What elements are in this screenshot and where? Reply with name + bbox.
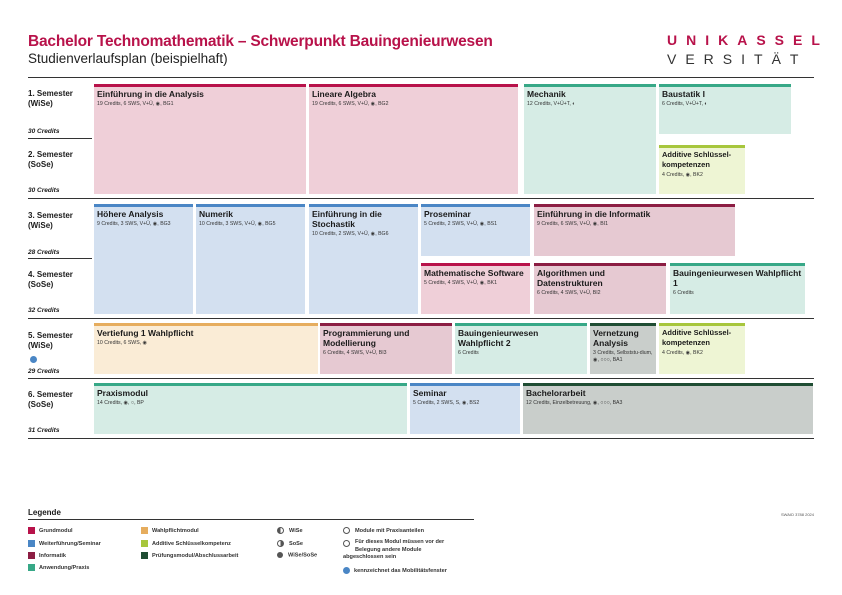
sose-icon [277, 540, 284, 547]
swatch-icon [28, 552, 35, 559]
semester-label-3: 3. Semester(WiSe) [28, 211, 73, 230]
swatch-icon [28, 540, 35, 547]
page-subtitle: Studienverlaufsplan (beispielhaft) [28, 51, 228, 66]
semester-credits-3: 28 Credits [28, 249, 60, 256]
legend-additive: Additive Schlüsselkompetenz [141, 540, 231, 547]
swatch-icon [28, 564, 35, 571]
swatch-icon [141, 552, 148, 559]
swatch-icon [141, 540, 148, 547]
legend-rule [28, 519, 474, 520]
legend-mobility: kennzeichnet das Mobilitätsfenster [343, 567, 447, 574]
semester-credits-1: 30 Credits [28, 128, 60, 135]
legend-anwendung: Anwendung/Praxis [28, 564, 89, 571]
legend-praxis: Module mit Praxisanteilen [343, 527, 424, 534]
row-rule [28, 138, 92, 139]
legend-pruefung: Prüfungsmodul/Abschlussarbeit [141, 552, 238, 559]
semester-label-1: 1. Semester(WiSe) [28, 89, 73, 108]
semester-label-4: 4. Semester(SoSe) [28, 270, 73, 289]
row-rule [28, 438, 814, 439]
legend-wahlpflicht: Wahlpflichtmodul [141, 527, 199, 534]
wise-sose-icon [277, 552, 283, 558]
legend-sose: SoSe [277, 540, 303, 547]
university-logo: UNIKASSEL VERSITÄT [667, 31, 829, 69]
row-rule [28, 378, 814, 379]
semester-credits-6: 31 Credits [28, 427, 60, 434]
semester-credits-2: 30 Credits [28, 187, 60, 194]
wise-icon [277, 527, 284, 534]
globe-icon [343, 567, 350, 574]
legend-wise-sose: WiSe/SoSe [277, 552, 317, 558]
semester-label-6: 6. Semester(SoSe) [28, 390, 73, 409]
logo-line-1: UNIKASSEL [667, 32, 829, 48]
mobility-globe-icon [30, 356, 37, 363]
swatch-icon [28, 527, 35, 534]
version-code: SWAID 3788 2024 [781, 512, 814, 517]
legend-title: Legende [28, 508, 61, 517]
semester-credits-4: 32 Credits [28, 307, 60, 314]
semester-label-5: 5. Semester(WiSe) [28, 331, 73, 350]
semester-label-2: 2. Semester(SoSe) [28, 150, 73, 169]
legend-prerequisite: Für dieses Modul müssen vor der Belegung… [343, 539, 445, 560]
prerequisite-icon [343, 540, 350, 547]
legend-wise: WiSe [277, 527, 303, 534]
logo-line-2: VERSITÄT [667, 51, 808, 67]
legend-weiterfuehrung: Weiterführung/Seminar [28, 540, 101, 547]
page-title: Bachelor Technomathematik – Schwerpunkt … [28, 33, 493, 50]
semester-credits-5: 29 Credits [28, 368, 60, 375]
legend-informatik: Informatik [28, 552, 66, 559]
row-rule [28, 318, 814, 319]
swatch-icon [141, 527, 148, 534]
praxis-ring-icon [343, 527, 350, 534]
row-rule [28, 198, 814, 199]
header-rule [28, 77, 814, 78]
row-rule [28, 258, 92, 259]
legend-grundmodul: Grundmodul [28, 527, 73, 534]
